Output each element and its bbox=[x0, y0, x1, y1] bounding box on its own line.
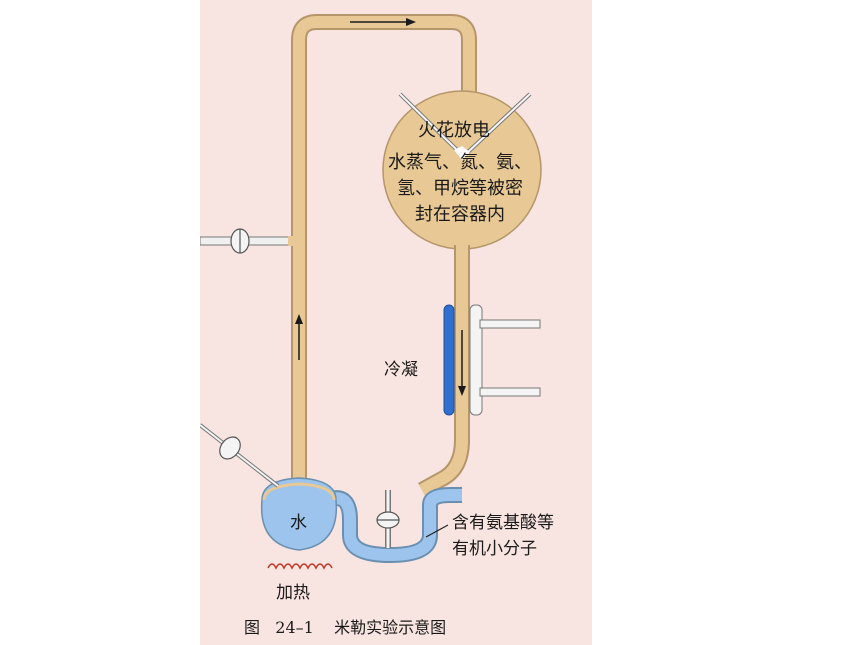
heat-label: 加热 bbox=[276, 583, 310, 603]
water-label: 水 bbox=[290, 513, 307, 533]
gases-label: 水蒸气、氮、氨、 氢、甲烷等被密 封在容器内 bbox=[380, 150, 540, 228]
condense-label: 冷凝 bbox=[384, 360, 418, 380]
u-tube bbox=[325, 487, 462, 564]
side-stopcock bbox=[200, 228, 293, 254]
spark-label: 火花放电 bbox=[418, 120, 490, 141]
miller-experiment-figure: 火花放电 水蒸气、氮、氨、 氢、甲烷等被密 封在容器内 冷凝 水 加热 含有氨基… bbox=[200, 0, 592, 645]
caption-title: 米勒实验示意图 bbox=[334, 618, 447, 637]
gases-line-3: 封在容器内 bbox=[415, 204, 505, 225]
caption-prefix: 图 bbox=[244, 618, 261, 637]
water-flask bbox=[200, 423, 338, 551]
product-line-1: 含有氨基酸等 bbox=[452, 513, 554, 533]
apparatus-drawing bbox=[200, 0, 592, 645]
product-line-2: 有机小分子 bbox=[452, 539, 537, 559]
product-pointer bbox=[425, 524, 449, 538]
condenser bbox=[443, 304, 541, 416]
gases-line-2: 氢、甲烷等被密 bbox=[397, 178, 523, 199]
caption-number: 24–1 bbox=[275, 618, 314, 637]
figure-caption: 图 24–1 米勒实验示意图 bbox=[244, 614, 446, 638]
heater-coil bbox=[267, 563, 333, 570]
gases-line-1: 水蒸气、氮、氨、 bbox=[388, 152, 532, 173]
flow-arrows bbox=[295, 18, 466, 396]
product-label: 含有氨基酸等 有机小分子 bbox=[452, 510, 554, 562]
